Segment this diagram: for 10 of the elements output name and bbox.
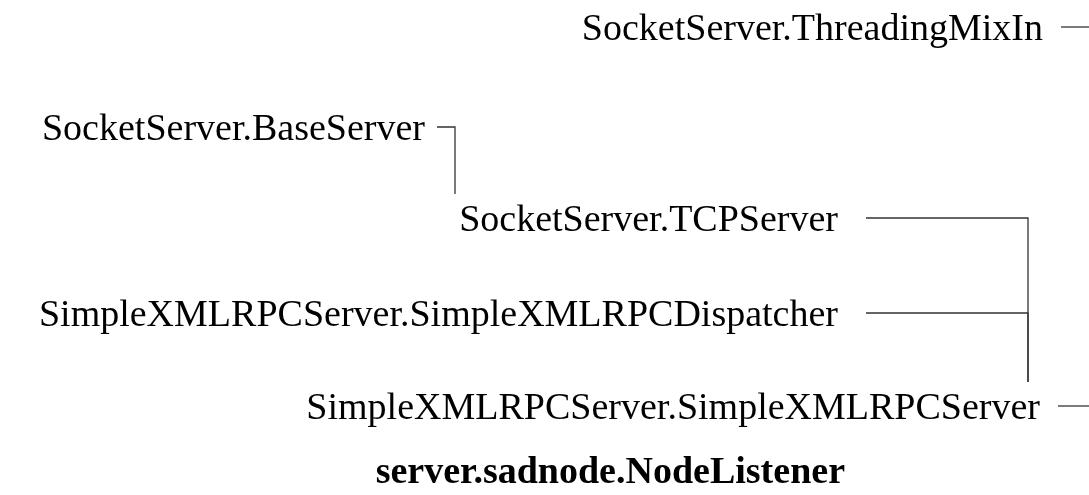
class-name: SocketServer.BaseServer — [41, 107, 425, 147]
inheritance-line-stub — [1057, 405, 1089, 407]
class-name: SimpleXMLRPCServer.SimpleXMLRPCDispatcher — [38, 293, 838, 333]
inheritance-connector — [436, 126, 456, 195]
highlighted-class-name: server.sadnode.NodeListener — [375, 450, 845, 490]
inheritance-connector — [865, 312, 1029, 383]
class-name: SimpleXMLRPCServer.SimpleXMLRPCServer — [306, 386, 1040, 426]
inheritance-line-stub — [1060, 26, 1089, 28]
class-name: SocketServer.ThreadingMixIn — [581, 7, 1043, 47]
class-name: SocketServer.TCPServer — [459, 198, 838, 238]
